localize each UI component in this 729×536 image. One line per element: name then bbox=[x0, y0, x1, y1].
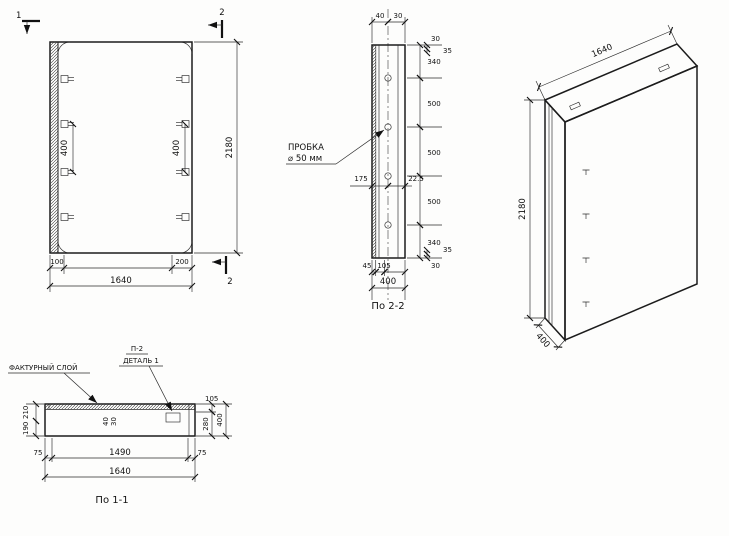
dim-chain-5: 340 bbox=[427, 239, 440, 247]
lifting-slot bbox=[569, 101, 581, 111]
dim-small-top-2: 35 bbox=[443, 47, 452, 55]
section-strip-outline bbox=[371, 44, 406, 259]
dim-small-top-1: 30 bbox=[431, 35, 440, 43]
plug-leader-line bbox=[335, 129, 385, 165]
iso-dim-depth: 400 bbox=[533, 331, 551, 350]
section-bar-outline bbox=[44, 403, 196, 437]
iso-top-face bbox=[543, 43, 699, 123]
dim-top-left: 40 bbox=[376, 12, 385, 20]
panel-outline bbox=[49, 41, 193, 254]
section-1-1-caption: По 1-1 bbox=[95, 495, 128, 506]
dim-chain-4: 500 bbox=[427, 198, 440, 206]
dim-bottom-total: 400 bbox=[380, 277, 396, 287]
dim-chain-3: 500 bbox=[427, 149, 440, 157]
dim-edge-left: 100 bbox=[50, 258, 63, 266]
dim-panel-height: 2180 bbox=[225, 137, 235, 159]
anchor-mark bbox=[582, 301, 590, 307]
facing-layer-leader bbox=[63, 372, 98, 404]
dim-left-top: 210 bbox=[22, 406, 30, 419]
dim-anchor-spacing-right: 400 bbox=[172, 140, 182, 156]
section-mark-2-top-label: 2 bbox=[219, 8, 224, 18]
dim-right-total: 400 bbox=[216, 413, 224, 426]
dim-mid-left: 175 bbox=[354, 175, 367, 183]
iso-front-face bbox=[564, 64, 698, 342]
dim-bottom-mid: 1490 bbox=[109, 448, 131, 458]
plug-hole bbox=[384, 123, 392, 131]
section-2-2-view: 40 30 340 500 500 500 340 30 35 35 30 17… bbox=[286, 9, 452, 312]
plug-label-line1: ПРОБКА bbox=[288, 143, 324, 153]
dim-edge-right: 200 bbox=[175, 258, 188, 266]
anchor-mark bbox=[582, 169, 590, 175]
dim-top-2: 30 bbox=[110, 417, 118, 426]
dim-anchor-spacing-left: 400 bbox=[60, 140, 70, 156]
plug-hole bbox=[384, 221, 392, 229]
dim-top-right: 30 bbox=[394, 12, 403, 20]
dim-bottom-right: 75 bbox=[198, 449, 207, 457]
lifting-slot bbox=[658, 63, 670, 73]
dim-chain-1: 340 bbox=[427, 58, 440, 66]
dim-bottom-left: 75 bbox=[34, 449, 43, 457]
isometric-view: 1640 2180 400 bbox=[518, 24, 699, 351]
dim-bottom-1: 45 bbox=[363, 262, 372, 270]
dim-right-2: 280 bbox=[202, 417, 210, 430]
section-2-2-caption: По 2-2 bbox=[371, 301, 404, 312]
dim-mid-right: 22.5 bbox=[408, 175, 424, 183]
dim-chain-2: 500 bbox=[427, 100, 440, 108]
front-elevation-view: 400 400 2180 100 200 1640 1 2 2 bbox=[16, 8, 243, 292]
detail-label-line2: ДЕТАЛЬ 1 bbox=[123, 357, 159, 365]
detail-leader bbox=[148, 365, 173, 412]
section-mark-1-label: 1 bbox=[16, 11, 21, 21]
anchor-mark bbox=[582, 257, 590, 263]
dim-bottom-total: 1640 bbox=[109, 467, 131, 477]
dim-panel-width: 1640 bbox=[110, 276, 132, 286]
plug-hole bbox=[384, 74, 392, 82]
iso-dim-height: 2180 bbox=[518, 198, 528, 220]
detail-label-line1: П-2 bbox=[131, 345, 143, 353]
section-1-1-view: ФАКТУРНЫЙ СЛОЙ П-2 ДЕТАЛЬ 1 210 190 40 3… bbox=[8, 345, 232, 506]
embedded-detail bbox=[165, 412, 181, 423]
dim-bottom-2: 105 bbox=[377, 262, 390, 270]
plug-label-line2: ⌀ 50 мм bbox=[288, 154, 322, 164]
anchor-mark bbox=[582, 213, 590, 219]
dim-right-1: 105 bbox=[205, 395, 218, 403]
facing-layer-hatch bbox=[50, 42, 58, 253]
plug-hole bbox=[384, 172, 392, 180]
iso-dim-width: 1640 bbox=[590, 42, 614, 60]
dim-left-bottom: 190 bbox=[22, 422, 30, 435]
iso-side-face bbox=[544, 98, 566, 342]
facing-layer-hatch bbox=[45, 404, 195, 410]
dim-top-1: 40 bbox=[102, 417, 110, 426]
section-mark-2-bottom-label: 2 bbox=[227, 277, 232, 287]
dim-small-bottom-2: 30 bbox=[431, 262, 440, 270]
facing-layer-label: ФАКТУРНЫЙ СЛОЙ bbox=[9, 363, 77, 372]
dim-small-bottom-1: 35 bbox=[443, 246, 452, 254]
